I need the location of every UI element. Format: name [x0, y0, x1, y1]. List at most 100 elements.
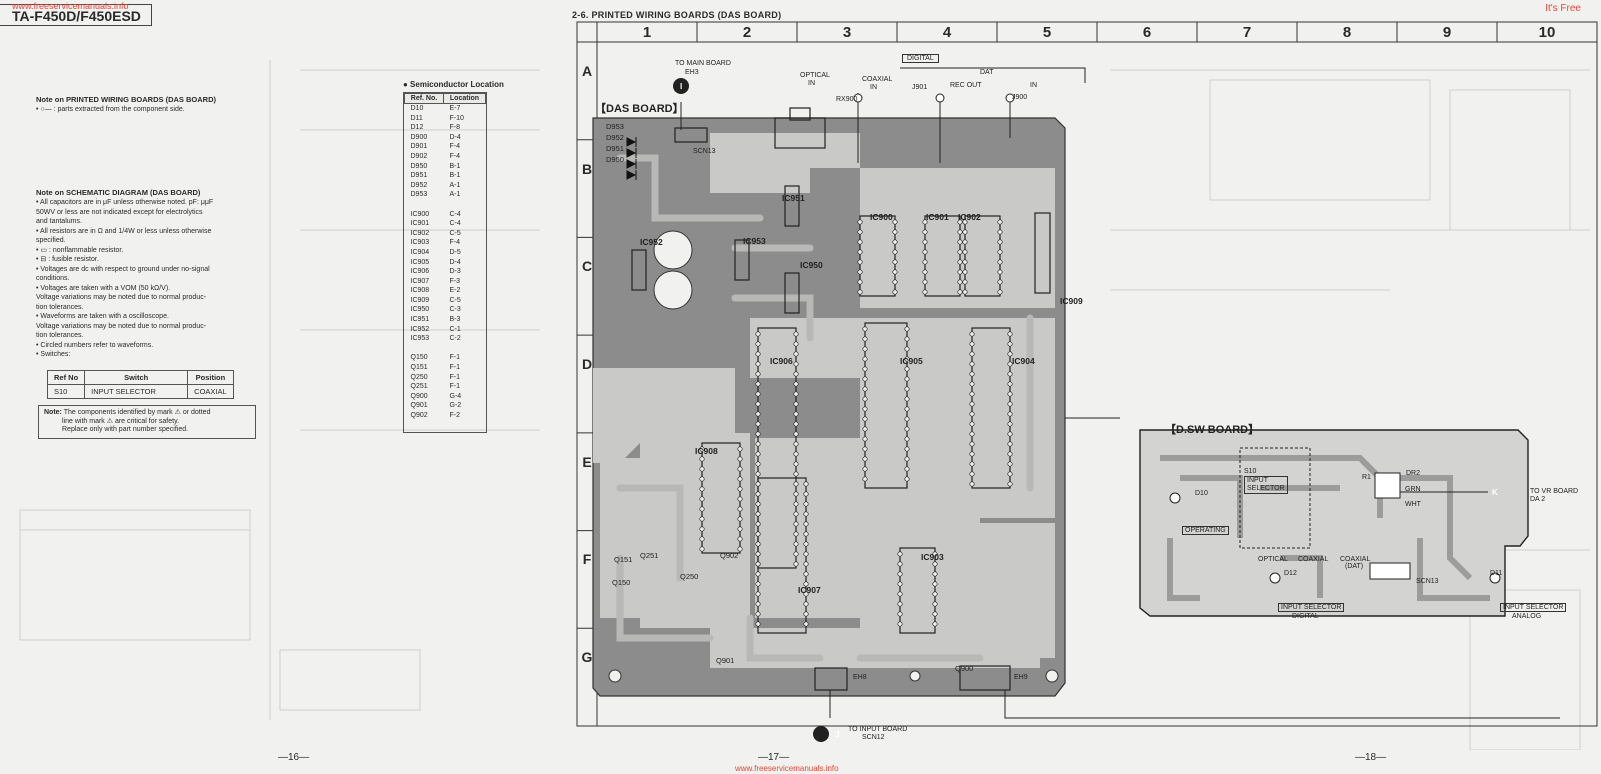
bottom-watermark-url: www.freeservicemanuals.info: [735, 764, 839, 773]
ic-pin: [1007, 371, 1013, 377]
switch-table-header: Switch: [84, 370, 189, 385]
ic-pin: [957, 259, 963, 265]
semi-ref: IC907: [410, 277, 430, 285]
ic-pin: [862, 326, 868, 332]
ic-pin: [803, 621, 809, 627]
note-line: • All resistors are in Ω and 1/4W or les…: [36, 227, 212, 235]
ic-pin: [755, 491, 761, 497]
ic-pin: [969, 481, 975, 487]
ic-pin: [862, 396, 868, 402]
safety-note-label: Note:: [44, 409, 62, 416]
note-line: • Switches:: [36, 351, 71, 358]
semi-header-ref: Ref. No.: [404, 93, 444, 104]
ic-pin: [932, 591, 938, 597]
ic-pin: [932, 551, 938, 557]
marker-i-letter: I: [680, 82, 683, 91]
semiconductor-row: [405, 200, 486, 210]
ic-pin: [969, 391, 975, 397]
to-input-board-label: TO INPUT BOARD: [848, 726, 908, 733]
ic-pin: [857, 219, 863, 225]
ic-pin: [862, 416, 868, 422]
note-line: 50WV or less are not indicated except fo…: [36, 208, 203, 216]
ic-pin: [904, 366, 910, 372]
r1-label: R1: [1362, 474, 1371, 481]
switch-table-header: Position: [187, 370, 234, 385]
grid-col-label: 8: [1342, 24, 1352, 41]
ic-pin: [699, 476, 705, 482]
grn-label: GRN: [1405, 486, 1421, 493]
note-line: • Circled numbers refer to waveforms.: [36, 341, 154, 349]
safety-note-line: Replace only with part number specified.: [62, 426, 189, 433]
semi-ref: Q151: [410, 364, 428, 372]
ic905-body: [864, 322, 908, 489]
note-line: • ⊟ : fusible resistor.: [36, 256, 99, 263]
ic-pin: [862, 346, 868, 352]
page-number-16: —16—: [278, 752, 310, 763]
ic-pin: [922, 229, 928, 235]
ic-pin: [969, 471, 975, 477]
input-selector-box: INPUT SELECTOR: [1244, 476, 1288, 494]
ic901-body: [924, 215, 961, 297]
screw-hole: [608, 669, 622, 683]
ic-pin: [997, 269, 1003, 275]
pcb-drawing: [576, 21, 1598, 742]
ic-pin: [897, 581, 903, 587]
ic-pin: [897, 611, 903, 617]
ic-pin: [793, 451, 799, 457]
coaxial-dat-sel-label: COAXIAL: [1340, 556, 1371, 563]
ic-pin: [904, 456, 910, 462]
ic-pin: [803, 571, 809, 577]
note-line: and tantalums.: [36, 218, 82, 225]
ic-pin: [904, 376, 910, 382]
ic-pin: [997, 239, 1003, 245]
semi-location: D-4: [449, 258, 461, 266]
board-traces: [616, 154, 1034, 662]
semi-ref: IC902: [410, 229, 430, 237]
ic-pin: [904, 416, 910, 422]
ic-pin: [755, 461, 761, 467]
semi-ref: D952: [410, 181, 428, 189]
ic-pin: [962, 279, 968, 285]
ic-pin: [904, 396, 910, 402]
dat-sel-label: (DAT): [1345, 563, 1364, 570]
ic-pin: [969, 431, 975, 437]
note-line: Voltage variations may be noted due to n…: [36, 322, 207, 330]
ic-pin: [793, 401, 799, 407]
semi-ref: Q902: [410, 412, 428, 419]
semi-ref: IC908: [410, 287, 430, 295]
ic-pin: [803, 541, 809, 547]
q-label: Q902: [720, 551, 739, 560]
ic-pin: [892, 289, 898, 295]
semi-ref: [405, 200, 444, 210]
ic-pin: [892, 259, 898, 265]
schematic-note-title: Note on SCHEMATIC DIAGRAM (DAS BOARD): [36, 188, 201, 197]
dr2-label: DR2: [1406, 470, 1421, 477]
coaxial-label: COAXIAL: [862, 76, 893, 83]
ic-pin: [892, 279, 898, 285]
note-line: tion tolerances.: [36, 303, 84, 311]
ic-pin: [962, 269, 968, 275]
ic-label: IC904: [1012, 356, 1035, 366]
led-d11-icon: [1489, 572, 1501, 584]
ic-pin: [755, 431, 761, 437]
q-label: Q900: [955, 664, 974, 673]
ic-pin: [897, 591, 903, 597]
model-title: TA-F450D/F450ESD: [0, 4, 152, 26]
switch-name: INPUT SELECTOR: [84, 384, 189, 399]
input-selector-analog-label: INPUT SELECTOR: [1500, 603, 1567, 612]
ic-pin: [957, 239, 963, 245]
ic-pin: [969, 441, 975, 447]
grid-row-label: D: [581, 356, 593, 372]
semi-ref: D900: [410, 133, 428, 141]
ic-pin: [962, 239, 968, 245]
ic-pin: [737, 526, 743, 532]
ic-pin: [969, 381, 975, 387]
ic-label: IC907: [798, 585, 821, 595]
digital-label: DIGITAL: [902, 54, 939, 63]
